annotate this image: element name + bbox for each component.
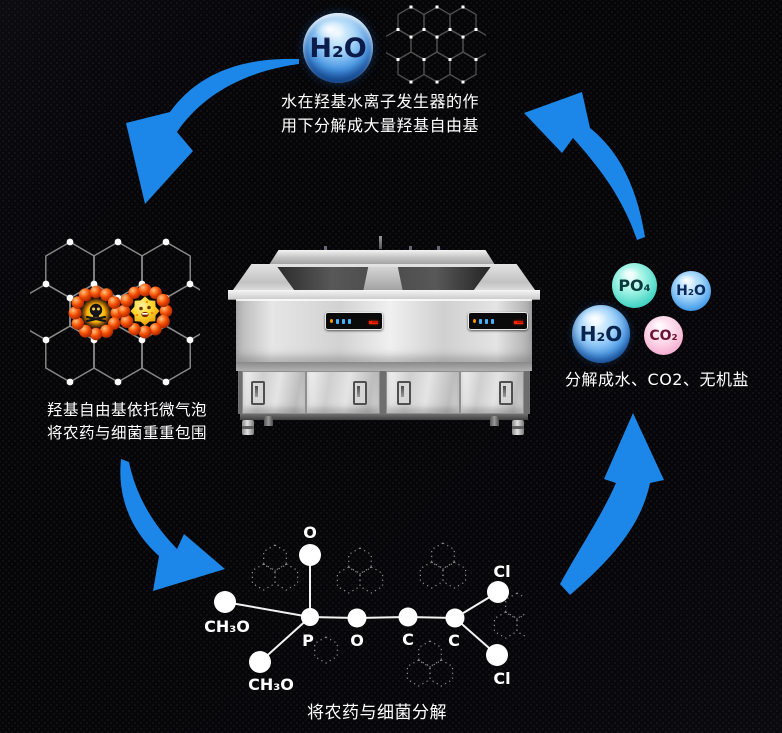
display-indicator xyxy=(342,318,345,324)
display-power-led xyxy=(330,319,333,323)
h2o-small-bubble-label: H₂O xyxy=(676,283,706,299)
caption-water-line1: 水在羟基水离子发生器的作 xyxy=(280,92,479,111)
machine-basin-divider xyxy=(363,267,403,292)
machine-foot-back xyxy=(490,416,499,426)
machine-foot-back xyxy=(264,416,273,426)
door-handle xyxy=(397,381,411,405)
machine-base xyxy=(240,414,528,420)
molecule-atoms xyxy=(214,544,509,673)
arrow-water-to-surround xyxy=(126,58,299,205)
pesticide-molecule-diagram: O CH₃O CH₃O P O C C Cl Cl xyxy=(204,523,525,694)
machine-foot xyxy=(512,420,524,435)
machine-display-right xyxy=(468,312,528,330)
caption-surround-line1: 羟基自由基依托微气泡 xyxy=(46,401,207,419)
atom-label-p: P xyxy=(302,631,314,650)
caption-result: 分解成水、CO2、无机盐 xyxy=(565,370,749,389)
machine-foot xyxy=(242,420,254,435)
washing-machine xyxy=(228,234,540,436)
machine-sensor xyxy=(437,246,440,251)
caption-water: 水在羟基水离子发生器的作 用下分解成大量羟基自由基 xyxy=(225,90,535,138)
molecule-lattice-top-icon xyxy=(386,5,486,84)
pesticide-skull-cluster-icon xyxy=(68,285,124,341)
display-power-led xyxy=(473,319,476,323)
machine-cabinet xyxy=(238,371,530,414)
door-handle xyxy=(251,381,265,405)
cabinet-door-3 xyxy=(386,371,460,414)
bacteria-icon xyxy=(130,296,160,326)
atom-label-o-mid: O xyxy=(350,631,364,650)
atom-label-o-top: O xyxy=(303,523,317,542)
atom-label-cl-top: Cl xyxy=(493,562,510,581)
h2o-large-bubble-label: H₂O xyxy=(579,322,623,346)
atom-label-ch3o-lower: CH₃O xyxy=(248,675,294,694)
caption-surround-line2: 将农药与细菌重重包围 xyxy=(46,424,207,443)
display-indicator xyxy=(479,318,482,324)
caption-decompose: 将农药与细菌分解 xyxy=(307,703,447,723)
h2o-large-bubble: H₂O xyxy=(572,305,630,363)
atom-label-ch3o-upper: CH₃O xyxy=(204,617,250,636)
machine-display-left xyxy=(325,312,383,330)
arrow-decompose-to-result xyxy=(560,413,664,595)
door-handle xyxy=(353,381,367,405)
machine-sensor xyxy=(324,246,327,251)
cabinet-door-2 xyxy=(306,371,380,414)
atom-label-c-left: C xyxy=(402,630,414,649)
display-indicator xyxy=(491,318,494,324)
skull-icon xyxy=(85,303,107,323)
machine-backsplash xyxy=(267,250,497,268)
caption-surround: 羟基自由基依托微气泡 将农药与细菌重重包围 xyxy=(22,399,232,446)
machine-front-panel xyxy=(236,299,532,362)
display-indicator xyxy=(485,318,488,324)
machine-antenna xyxy=(379,236,382,249)
display-indicator xyxy=(336,318,339,324)
caption-water-line2: 用下分解成大量羟基自由基 xyxy=(280,116,479,135)
door-handle xyxy=(499,381,513,405)
cabinet-door-1 xyxy=(242,371,306,414)
display-indicator xyxy=(348,318,351,324)
h2o-sphere-label: H₂O xyxy=(309,32,367,64)
atom-label-cl-bottom: Cl xyxy=(493,669,510,688)
atom-label-c-right: C xyxy=(448,631,460,650)
po4-bubble: PO₄ xyxy=(612,263,657,308)
bacteria-cluster-icon xyxy=(117,283,173,339)
arrow-result-to-water xyxy=(524,92,645,240)
co2-bubble-label: CO₂ xyxy=(649,327,678,344)
h2o-sphere: H₂O xyxy=(303,13,373,83)
machine-sensor xyxy=(409,246,412,251)
machine-groove xyxy=(236,362,532,371)
cabinet-door-4 xyxy=(460,371,524,414)
h2o-small-bubble: H₂O xyxy=(671,271,711,311)
co2-bubble: CO₂ xyxy=(644,316,683,355)
arrow-surround-to-decompose xyxy=(120,459,225,591)
po4-bubble-label: PO₄ xyxy=(618,276,651,295)
